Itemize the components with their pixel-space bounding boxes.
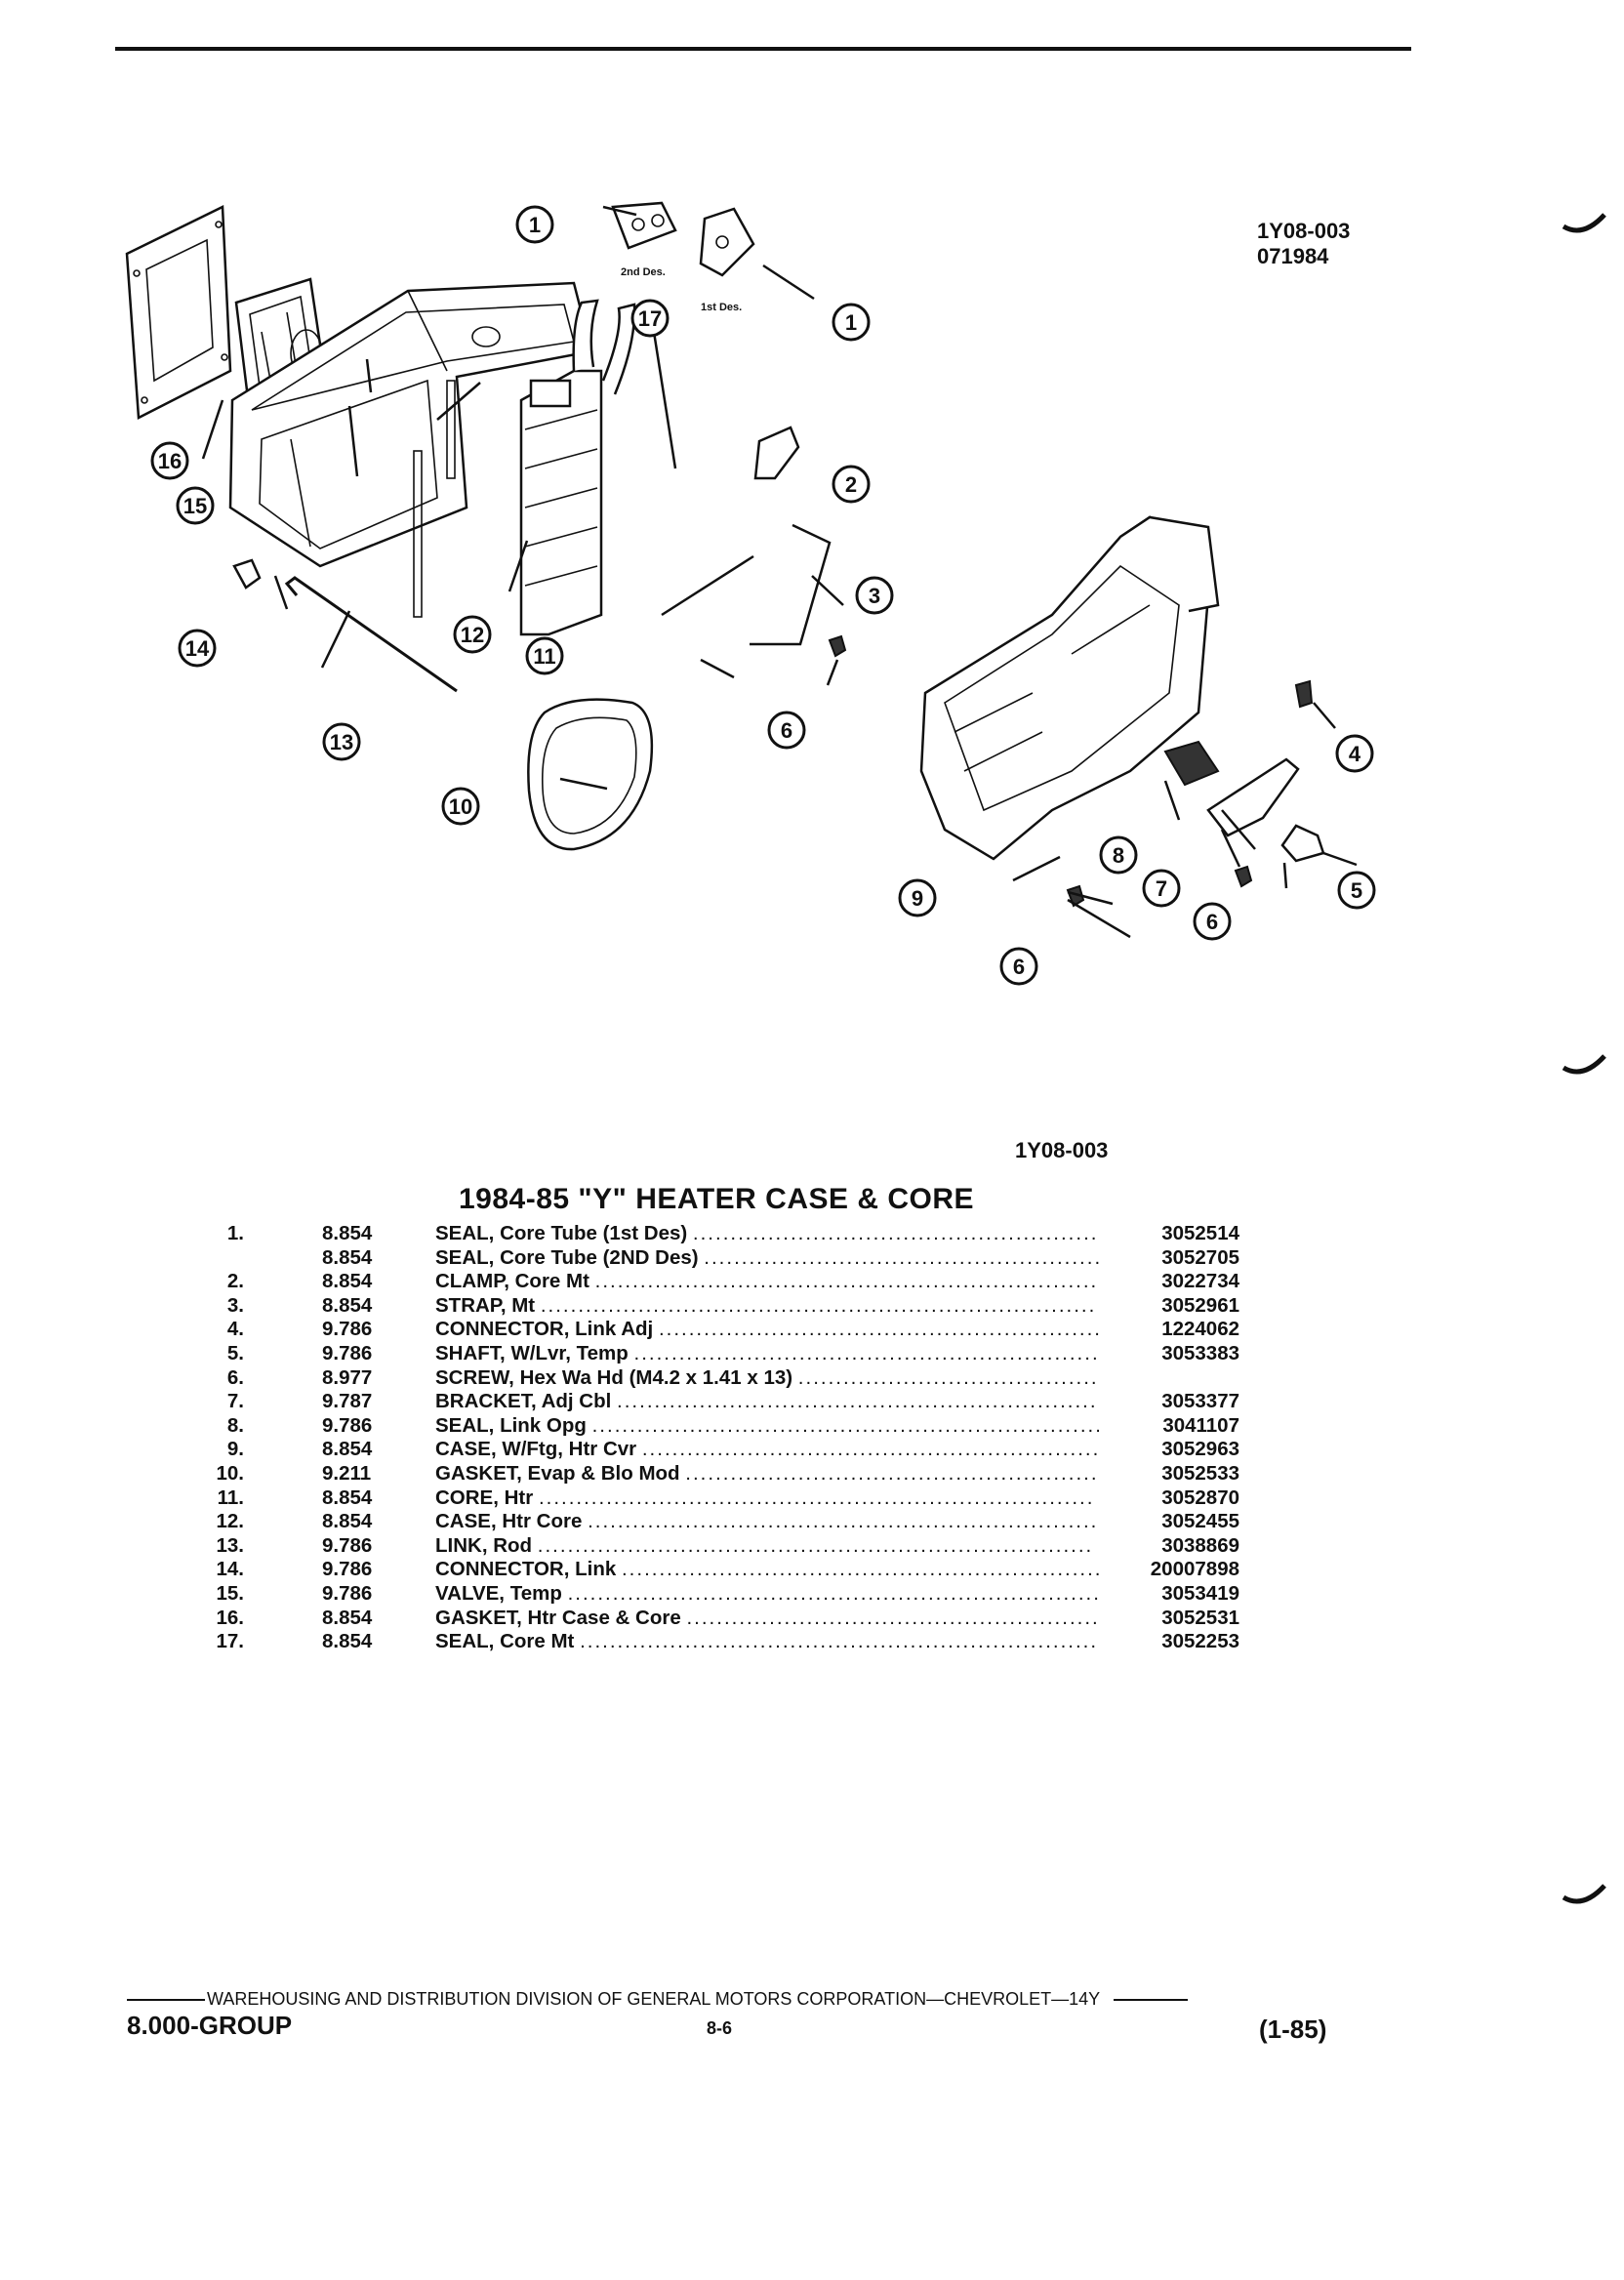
diagram-ref-below: 1Y08-003: [1015, 1138, 1109, 1162]
connector-link-adj-illustration: [1294, 679, 1314, 709]
svg-text:2: 2: [845, 472, 857, 497]
callout-6: 6: [1193, 902, 1232, 941]
callout-16: 16: [150, 441, 189, 480]
svg-text:4: 4: [1349, 742, 1361, 766]
svg-text:16: 16: [158, 449, 182, 473]
svg-text:2nd Des.: 2nd Des.: [621, 266, 666, 278]
footer-date-code: (1-85): [1259, 2015, 1327, 2044]
shaft-w-lvr-temp-illustration: [1280, 824, 1325, 863]
diagram-reference: 1Y08-003 071984: [1257, 219, 1350, 269]
svg-text:6: 6: [781, 718, 792, 743]
gasket-htr-case-core-illustration: [125, 205, 232, 420]
gasket-evap-blo-mod-illustration: [527, 698, 654, 851]
callout-1: 1: [832, 303, 871, 342]
callout-14: 14: [178, 629, 217, 668]
screw-hex-wa-hd-illustration: [828, 634, 1253, 908]
clamp-core-mt-illustration: [753, 426, 800, 480]
case-w-ftg-htr-cvr-illustration: [919, 515, 1220, 861]
section-title: 1984-85 "Y" HEATER CASE & CORE: [459, 1183, 975, 1215]
svg-text:12: 12: [461, 623, 484, 647]
callout-11: 11: [525, 636, 564, 675]
callout-8: 8: [1099, 835, 1138, 875]
svg-text:10: 10: [449, 794, 472, 819]
callout-1: 1: [515, 205, 554, 244]
diagram-ref-code: 1Y08-003: [1257, 219, 1351, 243]
callout-4: 4: [1335, 734, 1374, 773]
callout-6: 6: [767, 711, 806, 750]
callout-10: 10: [441, 787, 480, 826]
footer-group-label: 8.000-GROUP: [127, 2011, 293, 2040]
svg-text:3: 3: [869, 584, 880, 608]
footer-publisher-line: WAREHOUSING AND DISTRIBUTION DIVISION OF…: [127, 1989, 1357, 2010]
svg-text:14: 14: [185, 636, 210, 661]
callout-2: 2: [832, 465, 871, 504]
diagram-date-code: 071984: [1257, 244, 1329, 268]
callout-5: 5: [1337, 871, 1376, 910]
svg-text:1: 1: [845, 310, 857, 335]
binder-hole-mark: [1562, 1884, 1606, 1904]
link-rod-illustration: [284, 576, 458, 693]
callout-9: 9: [898, 878, 937, 917]
callout-15: 15: [176, 486, 215, 525]
binder-hole-mark: [1562, 1054, 1606, 1075]
top-rule: [115, 47, 1411, 51]
case-htr-core-illustration: [228, 281, 593, 568]
callout-13: 13: [322, 722, 361, 761]
svg-text:7: 7: [1156, 876, 1167, 901]
svg-text:17: 17: [638, 306, 662, 331]
callout-17: 17: [630, 299, 670, 338]
svg-text:9: 9: [912, 886, 923, 911]
seal-core-tube-illustration: 2nd Des. 1st Des.: [611, 201, 755, 313]
svg-text:1st Des.: 1st Des.: [701, 302, 742, 313]
exploded-parts-diagram: 2nd Des. 1st Des.: [125, 201, 1376, 986]
svg-text:6: 6: [1013, 955, 1025, 979]
seal-link-opg-illustration: [1163, 740, 1220, 787]
callout-6: 6: [999, 947, 1038, 986]
svg-text:11: 11: [533, 644, 555, 669]
svg-text:1: 1: [529, 213, 541, 237]
svg-text:5: 5: [1351, 878, 1362, 903]
callout-12: 12: [453, 615, 492, 654]
binder-hole-mark: [1562, 213, 1606, 233]
footer-rule-right: [1114, 1999, 1189, 2002]
core-htr-illustration: [519, 299, 636, 636]
callout-3: 3: [855, 576, 894, 615]
bracket-adj-cbl-illustration: [1206, 757, 1300, 837]
svg-text:15: 15: [183, 494, 207, 518]
footer-rule-left: [127, 1999, 205, 2002]
strap-mt-illustration: [750, 523, 832, 646]
svg-text:6: 6: [1206, 910, 1218, 934]
seal-core-mt-illustration: [413, 380, 456, 618]
callout-7: 7: [1142, 869, 1181, 908]
svg-text:13: 13: [330, 730, 353, 754]
connector-link-illustration: [232, 558, 262, 590]
svg-text:8: 8: [1113, 843, 1124, 868]
footer-page-number: 8-6: [707, 2018, 733, 2038]
